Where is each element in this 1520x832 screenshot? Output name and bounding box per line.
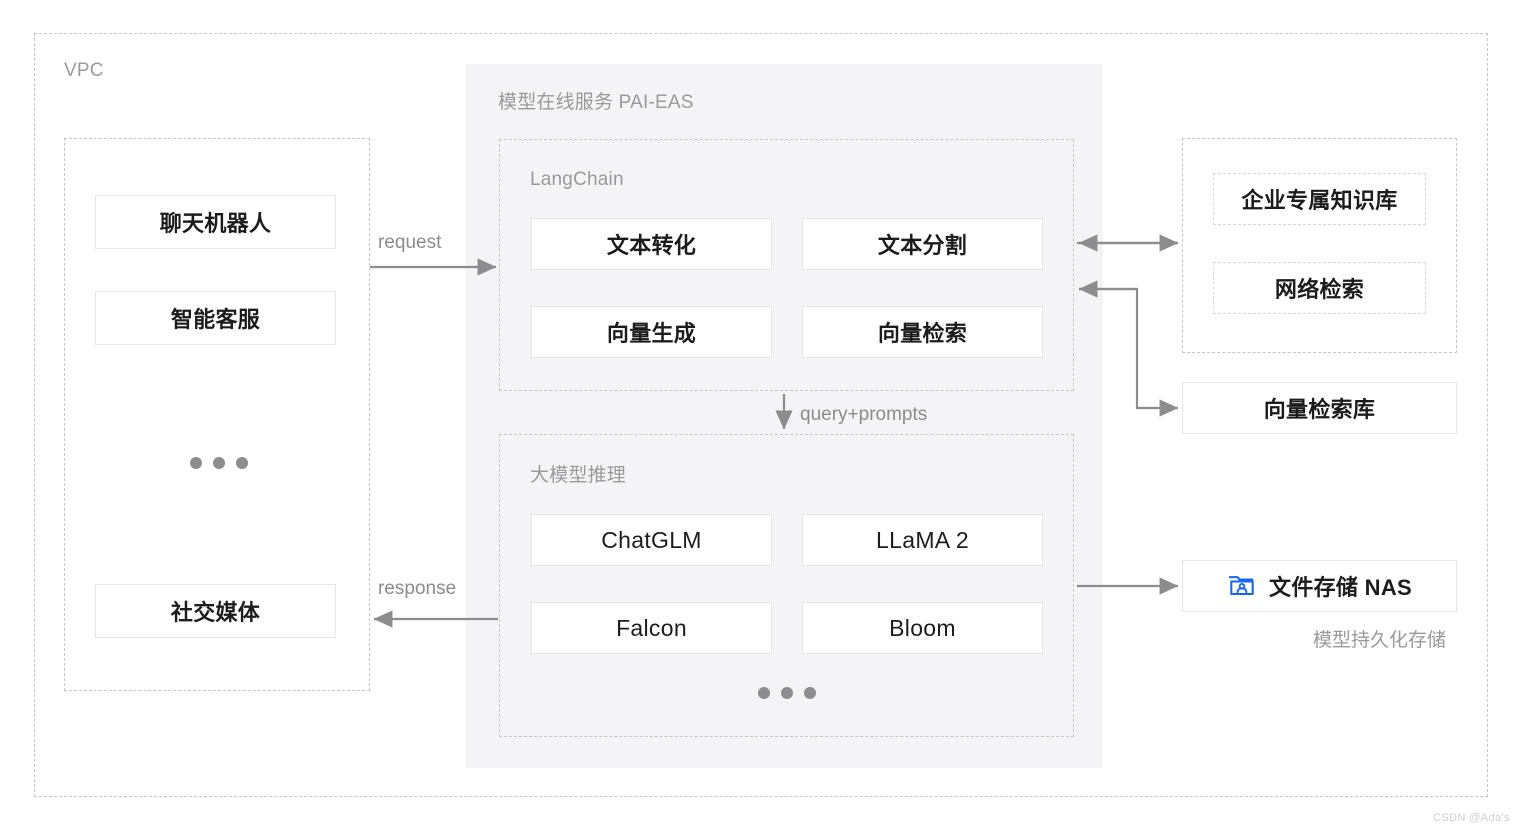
dot-3: [236, 457, 248, 469]
vpc-boundary: [34, 33, 1488, 797]
inference-group: [499, 434, 1074, 737]
nas-storage-card[interactable]: 文件存储 NAS: [1182, 560, 1457, 612]
vpc-title: VPC: [64, 60, 104, 81]
dot-3: [804, 687, 816, 699]
langchain-card-vector-search[interactable]: 向量检索: [802, 306, 1043, 358]
edge-label-request: request: [378, 232, 442, 253]
dot-2: [781, 687, 793, 699]
inference-card-llama2[interactable]: LLaMA 2: [802, 514, 1043, 566]
langchain-card-text-transform[interactable]: 文本转化: [531, 218, 772, 270]
client-group: [64, 138, 370, 691]
vector-db-card[interactable]: 向量检索库: [1182, 382, 1457, 434]
client-ellipsis: [190, 457, 248, 469]
knowledge-card-web-search[interactable]: 网络检索: [1213, 262, 1426, 314]
knowledge-card-enterprise-kb[interactable]: 企业专属知识库: [1213, 173, 1426, 225]
nas-storage-caption: 模型持久化存储: [1313, 630, 1447, 651]
client-card-smart-service[interactable]: 智能客服: [95, 291, 336, 345]
inference-card-bloom[interactable]: Bloom: [802, 602, 1043, 654]
inference-card-chatglm[interactable]: ChatGLM: [531, 514, 772, 566]
pai-eas-title: 模型在线服务 PAI-EAS: [498, 92, 694, 113]
edge-label-response: response: [378, 578, 457, 599]
dot-1: [190, 457, 202, 469]
knowledge-group: [1182, 138, 1457, 353]
nas-storage-label: 文件存储 NAS: [1269, 575, 1412, 600]
nas-folder-icon: [1227, 571, 1257, 601]
langchain-card-vector-generate[interactable]: 向量生成: [531, 306, 772, 358]
client-card-chatbot[interactable]: 聊天机器人: [95, 195, 336, 249]
inference-ellipsis: [758, 687, 816, 699]
dot-1: [758, 687, 770, 699]
edge-label-query-prompts: query+prompts: [800, 404, 928, 425]
inference-card-falcon[interactable]: Falcon: [531, 602, 772, 654]
inference-title: 大模型推理: [530, 465, 627, 486]
langchain-title: LangChain: [530, 169, 624, 190]
watermark: CSDN @Ada's: [1433, 812, 1510, 824]
dot-2: [213, 457, 225, 469]
langchain-card-text-split[interactable]: 文本分割: [802, 218, 1043, 270]
client-card-social-media[interactable]: 社交媒体: [95, 584, 336, 638]
langchain-group: [499, 139, 1074, 391]
